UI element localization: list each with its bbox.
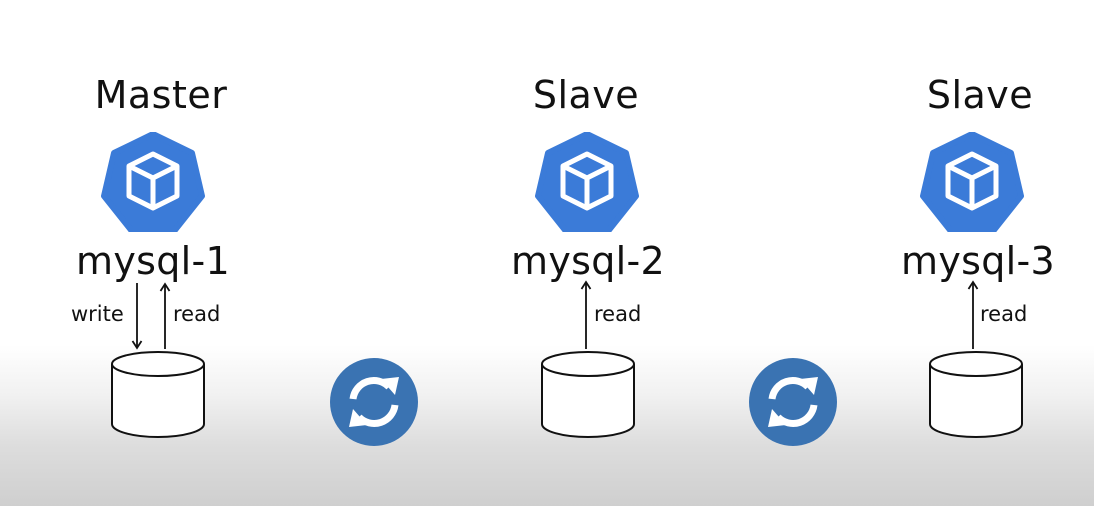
read-arrow [580,280,592,349]
sync-icon [330,358,418,446]
slave-role-label: Slave [532,73,640,117]
write-arrow [131,283,143,350]
kubernetes-pod-icon [101,132,205,232]
read-label: read [980,302,1028,326]
read-arrow [967,280,979,349]
database-icon [541,351,635,438]
kubernetes-pod-icon [535,132,639,232]
master-role-label: Master [94,73,228,117]
slave-role-label: Slave [926,73,1034,117]
pod-name-mysql-2: mysql-2 [511,239,665,283]
database-icon [929,351,1023,438]
database-icon [111,351,205,438]
pod-name-mysql-3: mysql-3 [901,239,1055,283]
read-label: read [173,302,221,326]
sync-icon [749,358,837,446]
pod-name-mysql-1: mysql-1 [76,239,230,283]
read-label: read [594,302,642,326]
read-arrow [159,282,171,349]
kubernetes-pod-icon [920,132,1024,232]
write-label: write [71,302,124,326]
